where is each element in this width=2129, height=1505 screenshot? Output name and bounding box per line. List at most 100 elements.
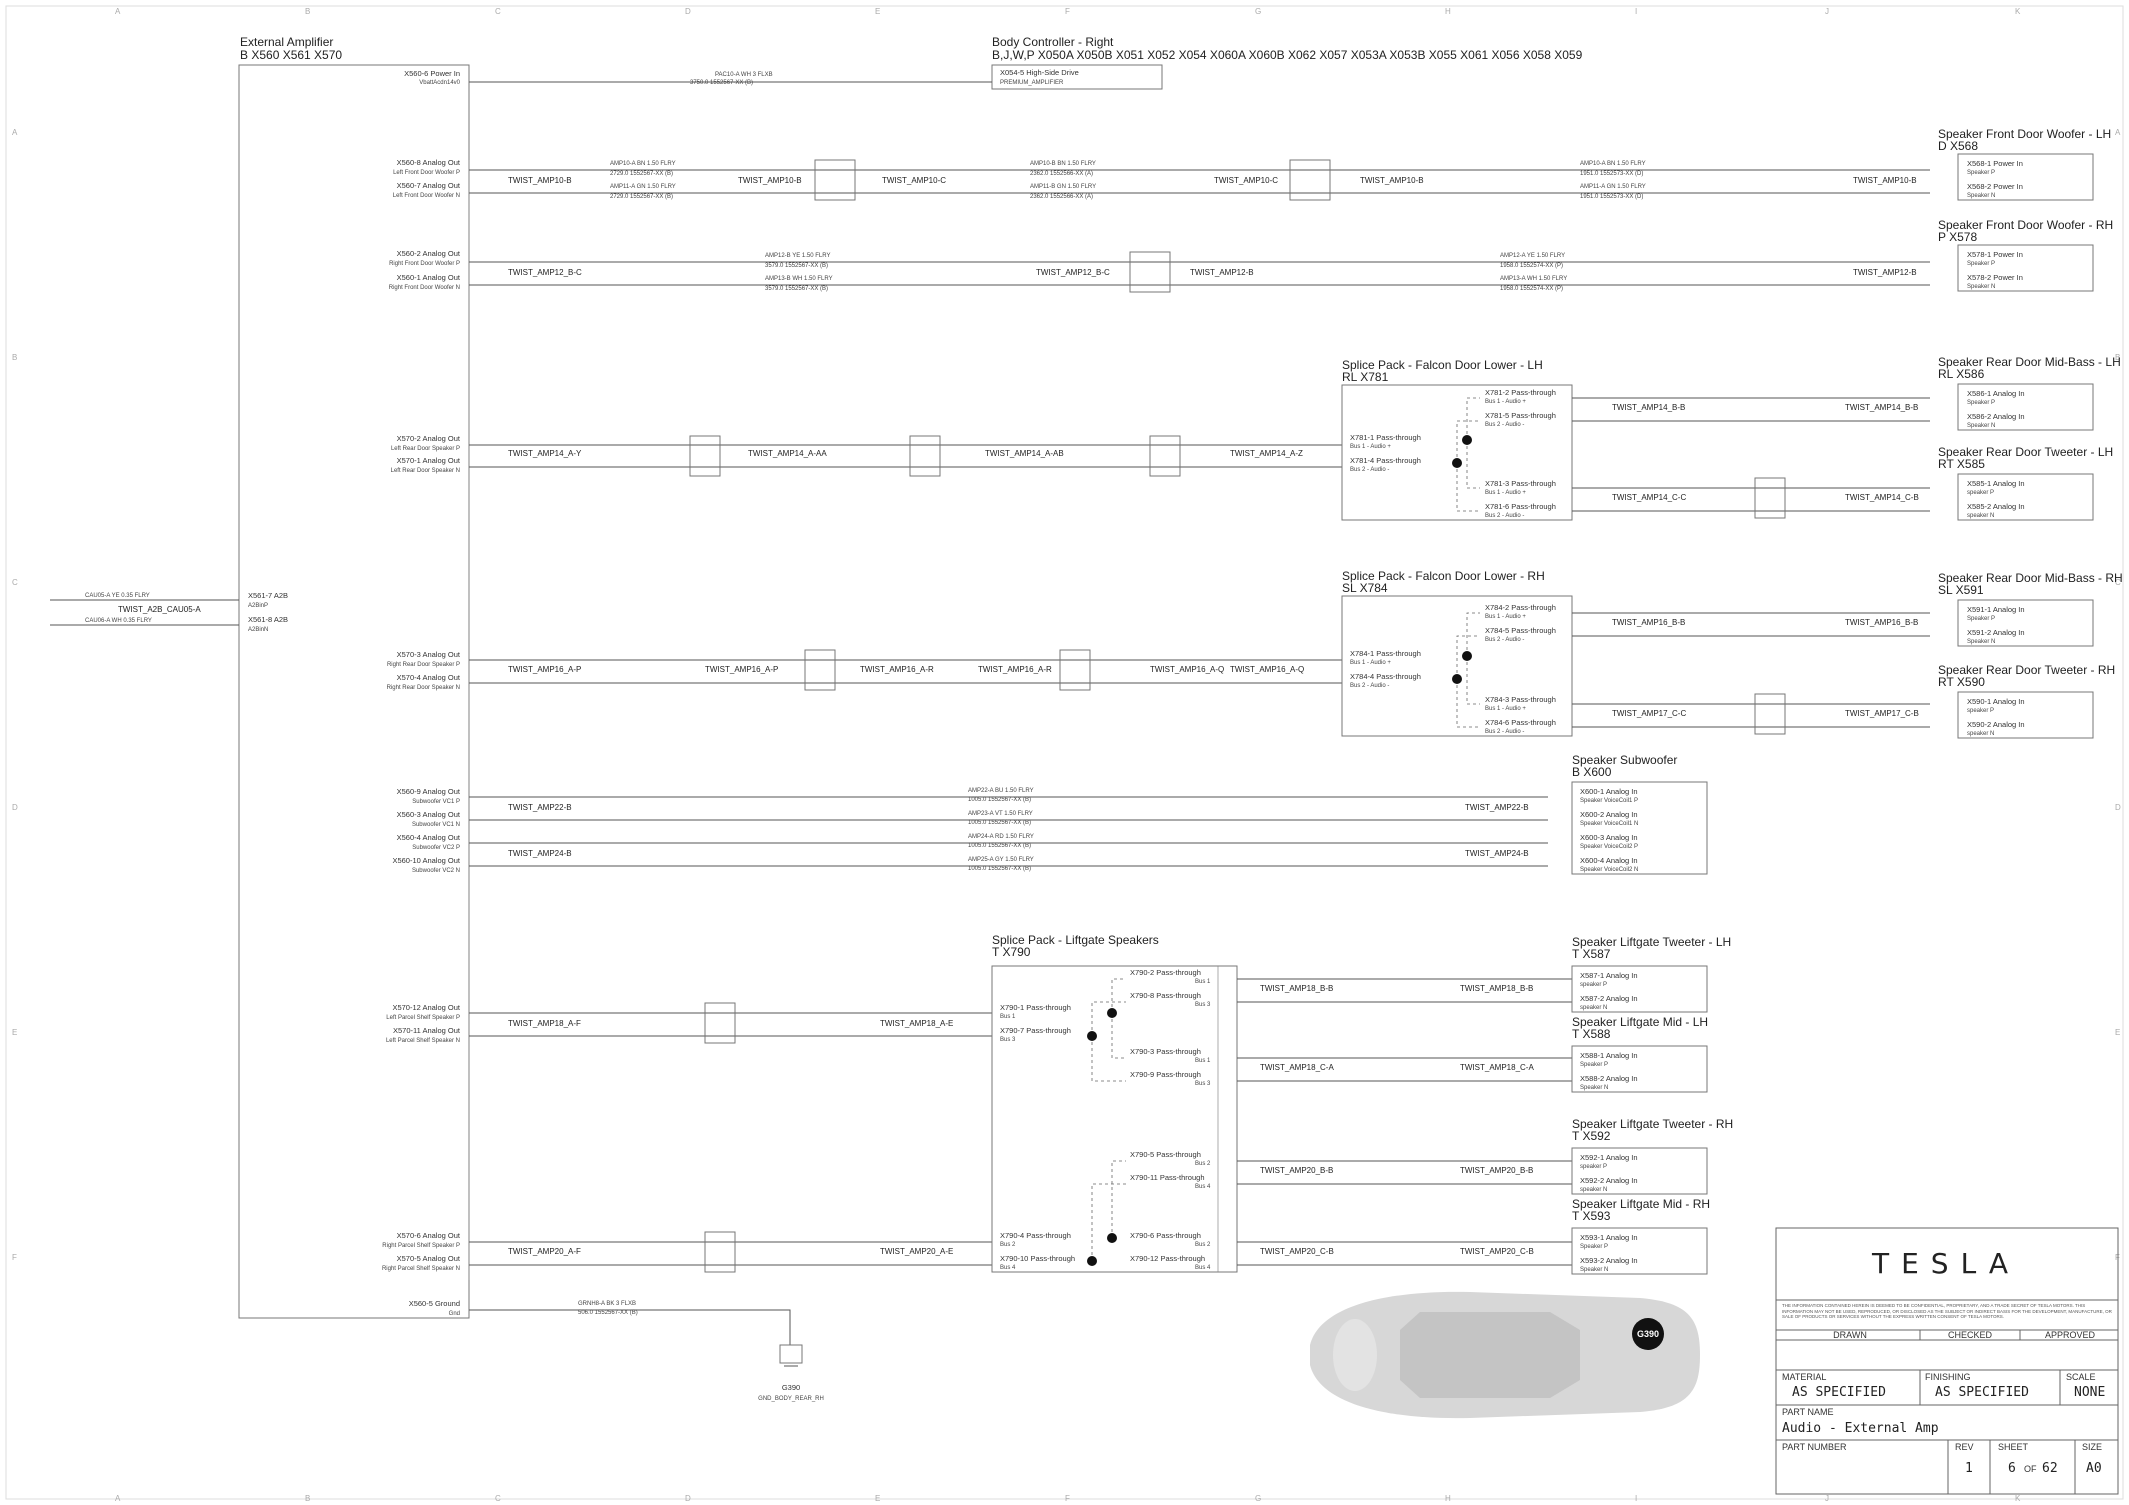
label-speakers-2-conns: RL X586 bbox=[1938, 367, 1985, 381]
ground-name: G390 bbox=[782, 1383, 800, 1392]
label-twists-amp20-cb: TWIST_AMP20_C-B bbox=[1460, 1247, 1534, 1256]
label-pins-p560-4-1: Subwoofer VC2 P bbox=[412, 845, 460, 851]
label-speakers-5-p1: X590-1 Analog In bbox=[1967, 697, 2025, 706]
speaker-front-woofer-lh: Speaker Front Door Woofer - LH D X568 X5… bbox=[1938, 127, 2111, 201]
label-twists-amp22-b: TWIST_AMP22-B bbox=[508, 803, 572, 812]
label-splice-lh-pins-6: X781-5 Pass-through bbox=[1485, 411, 1556, 420]
sheet-total: 62 bbox=[2042, 1461, 2058, 1476]
twist-amp14-aa: TWIST_AMP14_A-AA bbox=[748, 449, 827, 458]
twist-amp16-ap-2: TWIST_AMP16_A-P bbox=[705, 665, 778, 674]
label-splice-lift-pins-3: Bus 3 bbox=[1000, 1037, 1016, 1043]
pin-x570-2: X570-2 Analog Out bbox=[397, 434, 461, 443]
label-speakers-4-title: Speaker Rear Door Mid-Bass - RH bbox=[1938, 571, 2123, 585]
label-splice-lift-pins-8: X790-3 Pass-through bbox=[1130, 1047, 1201, 1056]
tesla-logo: TESLA bbox=[1871, 1247, 2020, 1280]
wire-w2a: AMP11-A GN 1.50 FLRY bbox=[610, 184, 676, 190]
label-splice-lift-pins-0: X790-1 Pass-through bbox=[1000, 1003, 1071, 1012]
pin-x570-4: X570-4 Analog Out bbox=[397, 673, 461, 682]
pin-a2b-p: X561-7 A2B bbox=[248, 591, 288, 600]
label-splice-lift-conns: T X790 bbox=[992, 945, 1031, 959]
label-splice-lh-pins-9: Bus 1 - Audio + bbox=[1485, 490, 1526, 496]
splice-rh-title: Splice Pack - Falcon Door Lower - RH bbox=[1342, 569, 1545, 583]
grid-col-label: I bbox=[1635, 7, 1637, 16]
label-speakers-0-p2s: Speaker N bbox=[1967, 193, 1995, 199]
pin-x560-2: X560-2 Analog Out bbox=[397, 249, 461, 258]
label-pins-ground-1: Gnd bbox=[449, 1311, 460, 1317]
external-amp-conns: B X560 X561 X570 bbox=[240, 48, 342, 62]
grid-col-label: H bbox=[1445, 7, 1451, 16]
grid-col-label: I bbox=[1635, 1494, 1637, 1503]
label-subwoofer-pins-7: Speaker VoiceCoil2 N bbox=[1580, 867, 1638, 873]
wire-w8b: 3579.0 1552567-XX (B) bbox=[765, 286, 828, 292]
label-twists-amp17-cc: TWIST_AMP17_C-C bbox=[1612, 709, 1686, 718]
pin-x570-2-signal: Left Rear Door Speaker P bbox=[391, 446, 460, 452]
label-pins-p560-3-1: Subwoofer VC1 N bbox=[412, 822, 460, 828]
pin-a2b-p-signal: A2BinP bbox=[248, 603, 268, 609]
label-twists-amp18-ae: TWIST_AMP18_A-E bbox=[880, 1019, 953, 1028]
wire-w10b: 1958.0 1552574-XX (P) bbox=[1500, 286, 1563, 292]
label-splice-lift-pins-13: Bus 2 bbox=[1195, 1161, 1211, 1167]
scale-value: NONE bbox=[2074, 1385, 2105, 1400]
row-right-parcel-shelf: X570-6 Analog Out Right Parcel Shelf Spe… bbox=[382, 1231, 992, 1273]
wire-w6b: 1951.0 1552573-XX (D) bbox=[1580, 194, 1643, 200]
label-speakers-5-p1s: speaker P bbox=[1967, 708, 1994, 714]
grid-col-label: B bbox=[305, 1494, 310, 1503]
label-subwoofer-conns: B X600 bbox=[1572, 765, 1612, 779]
label-twists-amp18-bb: TWIST_AMP18_B-B bbox=[1460, 984, 1533, 993]
grid-row-label: D bbox=[12, 803, 18, 812]
wire-w9b: 1958.0 1552574-XX (P) bbox=[1500, 263, 1563, 269]
splice-lh-conns: RL X781 bbox=[1342, 370, 1389, 384]
twist-amp14-ay: TWIST_AMP14_A-Y bbox=[508, 449, 582, 458]
label-splice-lift-pins-14: X790-11 Pass-through bbox=[1130, 1173, 1205, 1182]
car-silhouette: G390 bbox=[1310, 1291, 1700, 1419]
a2b-wire-top: CAU05-A YE 0.35 FLRY bbox=[85, 593, 150, 599]
label-twists-amp16-bb: TWIST_AMP16_B-B bbox=[1845, 618, 1918, 627]
label-splice-lh-pins-8: X781-3 Pass-through bbox=[1485, 479, 1556, 488]
label-speakers-1-p2s: Speaker N bbox=[1967, 284, 1995, 290]
label-splice-lh-pins-1: Bus 1 - Audio + bbox=[1350, 444, 1391, 450]
label-pins-ground-0: X560-5 Ground bbox=[409, 1299, 460, 1308]
label-splice-rh-pins-3: Bus 2 - Audio - bbox=[1350, 683, 1389, 689]
label-splice-lift-pins-6: X790-8 Pass-through bbox=[1130, 991, 1201, 1000]
label-splice-rh-pins-7: Bus 2 - Audio - bbox=[1485, 637, 1524, 643]
grid-row-label: C bbox=[2115, 578, 2121, 587]
label-twists-amp17-cb: TWIST_AMP17_C-B bbox=[1845, 709, 1919, 718]
label-speakers-2-p1: X586-1 Analog In bbox=[1967, 389, 2025, 398]
label-title-block-sheet-lbl: SHEET bbox=[1998, 1442, 2029, 1452]
pin-x570-3: X570-3 Analog Out bbox=[397, 650, 461, 659]
label-liftgate-0-p2s: speaker N bbox=[1580, 1005, 1607, 1011]
label-wires-gndb: 506.0 1552567-XX (B) bbox=[578, 1310, 638, 1316]
label-twists-amp18-af: TWIST_AMP18_A-F bbox=[508, 1019, 581, 1028]
label-pins-p570-11-0: X570-11 Analog Out bbox=[393, 1026, 461, 1035]
revision-value: 1 bbox=[1965, 1461, 1973, 1476]
body-controller-box bbox=[991, 64, 1163, 90]
label-liftgate-1-p1: X588-1 Analog In bbox=[1580, 1051, 1638, 1060]
grid-col-label: C bbox=[495, 1494, 501, 1503]
confidential-notice: THE INFORMATION CONTAINED HEREIN IS DEEM… bbox=[1782, 1303, 2112, 1319]
label-wires-w11a: AMP22-A BU 1.50 FLRY bbox=[968, 788, 1034, 794]
ground-location-badge bbox=[1632, 1318, 1664, 1350]
label-title-block-material-lbl: MATERIAL bbox=[1782, 1372, 1826, 1382]
finishing-value: AS SPECIFIED bbox=[1935, 1385, 2029, 1400]
twist-amp16-aq-2: TWIST_AMP16_A-Q bbox=[1230, 665, 1304, 674]
speaker-rear-midbass-lh: Speaker Rear Door Mid-Bass - LH RL X586 … bbox=[1938, 355, 2121, 431]
pin-power-signal: VbattAcdn14v0 bbox=[419, 80, 460, 86]
label-speakers-2-p1s: Speaker P bbox=[1967, 400, 1995, 406]
label-splice-rh-pins-11: Bus 2 - Audio - bbox=[1485, 729, 1524, 735]
power-wire-spec: PAC10-A WH 3 FLXB bbox=[715, 72, 773, 78]
label-title-block-checked: CHECKED bbox=[1948, 1330, 1993, 1340]
grid-row-label: A bbox=[12, 128, 18, 137]
pin-a2b-n: X561-8 A2B bbox=[248, 615, 288, 624]
row-front-woofer-lh: X560-8 Analog Out Left Front Door Woofer… bbox=[393, 158, 1930, 201]
label-splice-lh-pins-2: X781-4 Pass-through bbox=[1350, 456, 1421, 465]
speaker-rear-midbass-rh: Speaker Rear Door Mid-Bass - RH SL X591 … bbox=[1938, 571, 2123, 647]
label-liftgate-0-conns: T X587 bbox=[1572, 947, 1611, 961]
label-splice-lift-pins-10: X790-9 Pass-through bbox=[1130, 1070, 1201, 1079]
speaker-liftgate-tweeter-rh: Speaker Liftgate Tweeter - RH T X592 X59… bbox=[1571, 1117, 1733, 1195]
label-liftgate-2-p1: X592-1 Analog In bbox=[1580, 1153, 1638, 1162]
twist-amp16-ar-2: TWIST_AMP16_A-R bbox=[978, 665, 1052, 674]
label-twists-amp20-bb: TWIST_AMP20_B-B bbox=[1260, 1166, 1333, 1175]
label-speakers-0-p1: X568-1 Power In bbox=[1967, 159, 2023, 168]
twist-amp12-bc-2: TWIST_AMP12_B-C bbox=[1036, 268, 1110, 277]
